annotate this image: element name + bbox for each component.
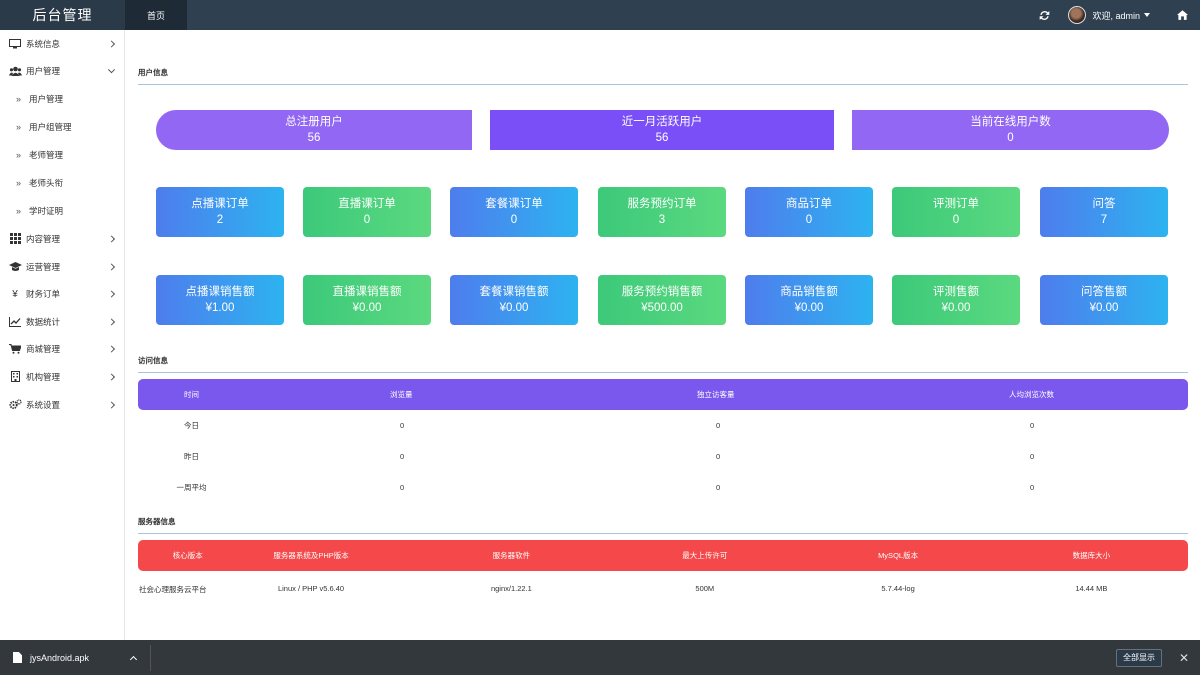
table-row: 昨日 0 0 0 — [184, 452, 1035, 461]
visit-table-header: 时间 浏览量 独立访客量 人均浏览次数 — [138, 379, 1188, 410]
sidebar-subitem-user-groups[interactable]: »用户组管理 — [16, 122, 72, 133]
sidebar: 系统信息 用户管理 »用户管理 »用户组管理 »老师管理 »老师头衔 »学时证明… — [0, 30, 125, 640]
sidebar-subitem-teachers[interactable]: »老师管理 — [16, 150, 64, 161]
stat-package-sales[interactable]: 套餐课销售额¥0.00 — [450, 275, 578, 325]
stat-qa-sales[interactable]: 问答售额¥0.00 — [1040, 275, 1168, 325]
user-info-title: 用户信息 — [138, 67, 1188, 85]
tab-home[interactable]: 首页 — [125, 0, 187, 30]
table-row: 一周平均 0 0 0 — [176, 483, 1035, 492]
visit-info-title: 访问信息 — [138, 355, 1188, 373]
home-icon[interactable] — [1164, 0, 1200, 30]
cart-icon — [8, 343, 22, 355]
stat-active-users: 近一月活跃用户 56 — [490, 110, 834, 150]
stat-live-sales[interactable]: 直播课销售额¥0.00 — [303, 275, 431, 325]
sidebar-subitem-users[interactable]: »用户管理 — [16, 94, 64, 105]
stat-assessment-sales[interactable]: 评测售额¥0.00 — [892, 275, 1020, 325]
sidebar-item-content[interactable]: 内容管理 — [0, 225, 124, 253]
stat-online-users: 当前在线用户数 0 — [852, 110, 1169, 150]
sidebar-item-label: 系统设置 — [26, 399, 61, 410]
chevron-right-icon — [107, 263, 116, 271]
download-bar: jysAndroid.apk 全部显示 ✕ — [0, 640, 1200, 675]
caret-down-icon — [1144, 13, 1150, 17]
chevron-right-icon — [107, 373, 116, 381]
chevron-right-icon — [107, 290, 116, 298]
sidebar-item-label: 内容管理 — [26, 233, 61, 244]
chevron-down-icon — [107, 66, 116, 74]
chevron-up-icon[interactable] — [130, 655, 138, 663]
gears-icon — [8, 399, 22, 411]
sidebar-item-label: 商城管理 — [26, 344, 61, 355]
top-bar: 后台管理 首页 欢迎, admin — [0, 0, 1200, 30]
sidebar-item-statistics[interactable]: 数据统计 — [0, 308, 124, 336]
sidebar-subitem-teacher-titles[interactable]: »老师头衔 — [16, 178, 64, 189]
sidebar-subitem-study-certificate[interactable]: »学时证明 — [16, 206, 64, 217]
stat-total-users: 总注册用户 56 — [156, 110, 472, 150]
chevron-right-icon — [107, 401, 116, 409]
stat-vod-sales[interactable]: 点播课销售额¥1.00 — [156, 275, 284, 325]
table-row: 今日 0 0 0 — [184, 421, 1035, 430]
download-filename[interactable]: jysAndroid.apk — [30, 652, 90, 663]
divider — [150, 644, 152, 671]
building-icon — [8, 371, 22, 383]
chevron-right-icon — [107, 235, 116, 243]
show-all-button[interactable]: 全部显示 — [1116, 648, 1162, 667]
sidebar-item-settings[interactable]: 系统设置 — [0, 391, 124, 419]
graduation-cap-icon — [8, 261, 22, 273]
brand-title: 后台管理 — [0, 0, 125, 30]
user-menu[interactable]: 欢迎, admin — [1062, 0, 1164, 30]
file-icon — [13, 652, 22, 663]
server-table-header: 核心版本 服务器系统及PHP版本 服务器软件 最大上传许可 MySQL版本 数据… — [138, 540, 1188, 571]
monitor-icon — [8, 38, 22, 50]
sidebar-item-label: 运营管理 — [26, 261, 61, 272]
sidebar-item-operations[interactable]: 运营管理 — [0, 253, 124, 281]
sidebar-item-label: 系统信息 — [26, 38, 61, 49]
refresh-icon[interactable] — [1026, 0, 1062, 30]
grid-icon — [8, 233, 22, 245]
sidebar-item-label: 机构管理 — [26, 371, 61, 382]
stat-product-sales[interactable]: 商品销售额¥0.00 — [745, 275, 873, 325]
welcome-text: 欢迎, admin — [1092, 10, 1140, 21]
yen-icon: ¥ — [12, 288, 18, 300]
sidebar-item-system-info[interactable]: 系统信息 — [0, 30, 124, 58]
server-info-title: 服务器信息 — [138, 516, 1188, 534]
sidebar-item-user-management[interactable]: 用户管理 — [0, 58, 124, 86]
chevron-right-icon — [107, 40, 116, 48]
close-icon[interactable]: ✕ — [1178, 650, 1190, 665]
users-icon — [8, 65, 22, 77]
visit-table: 时间 浏览量 独立访客量 人均浏览次数 今日 0 0 0 昨日 0 0 0 一周… — [138, 379, 1188, 503]
sidebar-item-label: 财务订单 — [26, 289, 61, 300]
table-row: 社会心理服务云平台 Linux / PHP v5.6.40 nginx/1.22… — [138, 583, 1108, 595]
sidebar-item-label: 用户管理 — [26, 66, 61, 77]
sidebar-item-label: 数据统计 — [26, 316, 61, 327]
chevron-right-icon — [107, 318, 116, 326]
avatar — [1068, 6, 1087, 24]
sidebar-item-finance[interactable]: ¥ 财务订单 — [0, 280, 124, 308]
chevron-right-icon — [107, 345, 116, 353]
server-table: 核心版本 服务器系统及PHP版本 服务器软件 最大上传许可 MySQL版本 数据… — [138, 540, 1188, 605]
stat-service-sales[interactable]: 服务预约销售额¥500.00 — [598, 275, 726, 325]
sidebar-item-institutions[interactable]: 机构管理 — [0, 363, 124, 391]
sidebar-item-mall[interactable]: 商城管理 — [0, 336, 124, 364]
line-chart-icon — [8, 316, 22, 328]
